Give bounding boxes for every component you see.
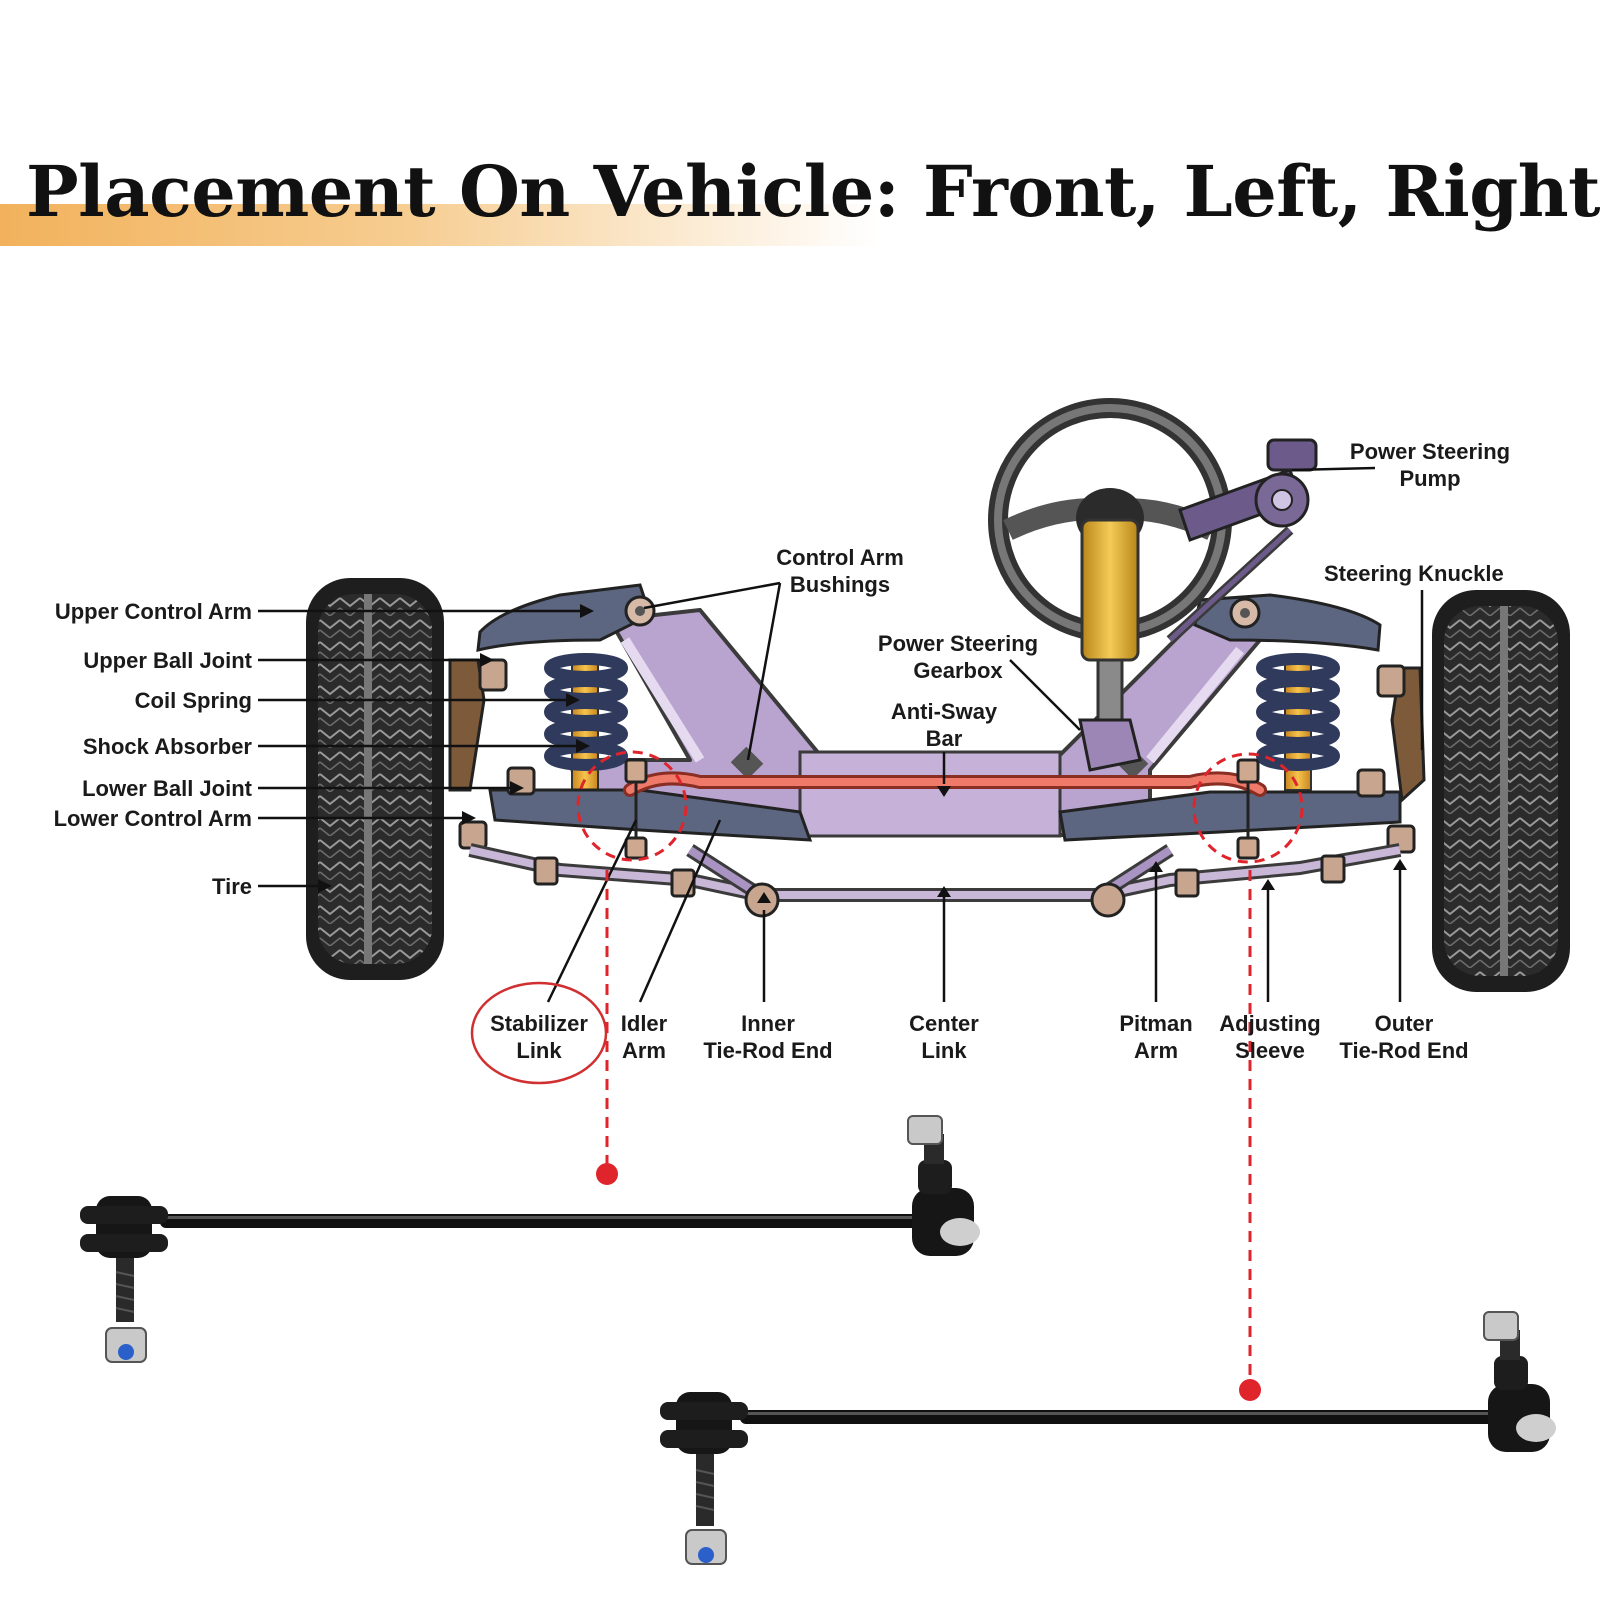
right-tire xyxy=(1432,590,1570,992)
left-tire xyxy=(306,578,444,980)
leader-lines xyxy=(258,466,1424,1003)
label-upper-control-arm: Upper Control Arm xyxy=(54,599,252,624)
left-upper-control-arm xyxy=(476,583,652,652)
title-highlight-band xyxy=(0,204,880,246)
right-steering-knuckle xyxy=(1390,666,1426,804)
label-shock-absorber: Shock Absorber xyxy=(82,734,252,759)
steering-column xyxy=(1080,518,1140,732)
dashed-pointer-lines xyxy=(605,870,1252,1384)
right-lower-control-arm xyxy=(1058,790,1402,842)
right-stabilizer-highlight xyxy=(1192,752,1304,864)
left-pointer-dot xyxy=(596,1163,618,1185)
stabilizer-link-small xyxy=(624,758,1260,860)
label-steering-knuckle: Steering Knuckle xyxy=(1324,561,1504,586)
right-pointer-dot xyxy=(1239,1379,1261,1401)
page-title: Placement On Vehicle: Front, Left, Right xyxy=(26,150,1600,233)
left-stabilizer-highlight xyxy=(576,750,688,862)
power-steering-gearbox xyxy=(1078,718,1142,772)
leader-arrowheads xyxy=(318,604,1407,903)
label-lower-control-arm: Lower Control Arm xyxy=(53,806,252,831)
product-stabilizer-link-2 xyxy=(660,1311,1556,1565)
power-steering-pump xyxy=(1166,438,1318,644)
label-lower-ball-joint: Lower Ball Joint xyxy=(82,776,252,801)
label-tire: Tire xyxy=(212,874,252,899)
right-coil-spring xyxy=(1256,653,1340,791)
label-upper-ball-joint: Upper Ball Joint xyxy=(83,648,252,673)
label-coil-spring: Coil Spring xyxy=(134,688,252,713)
product-stabilizer-link-1 xyxy=(80,1115,980,1363)
steering-linkage xyxy=(468,843,1402,918)
